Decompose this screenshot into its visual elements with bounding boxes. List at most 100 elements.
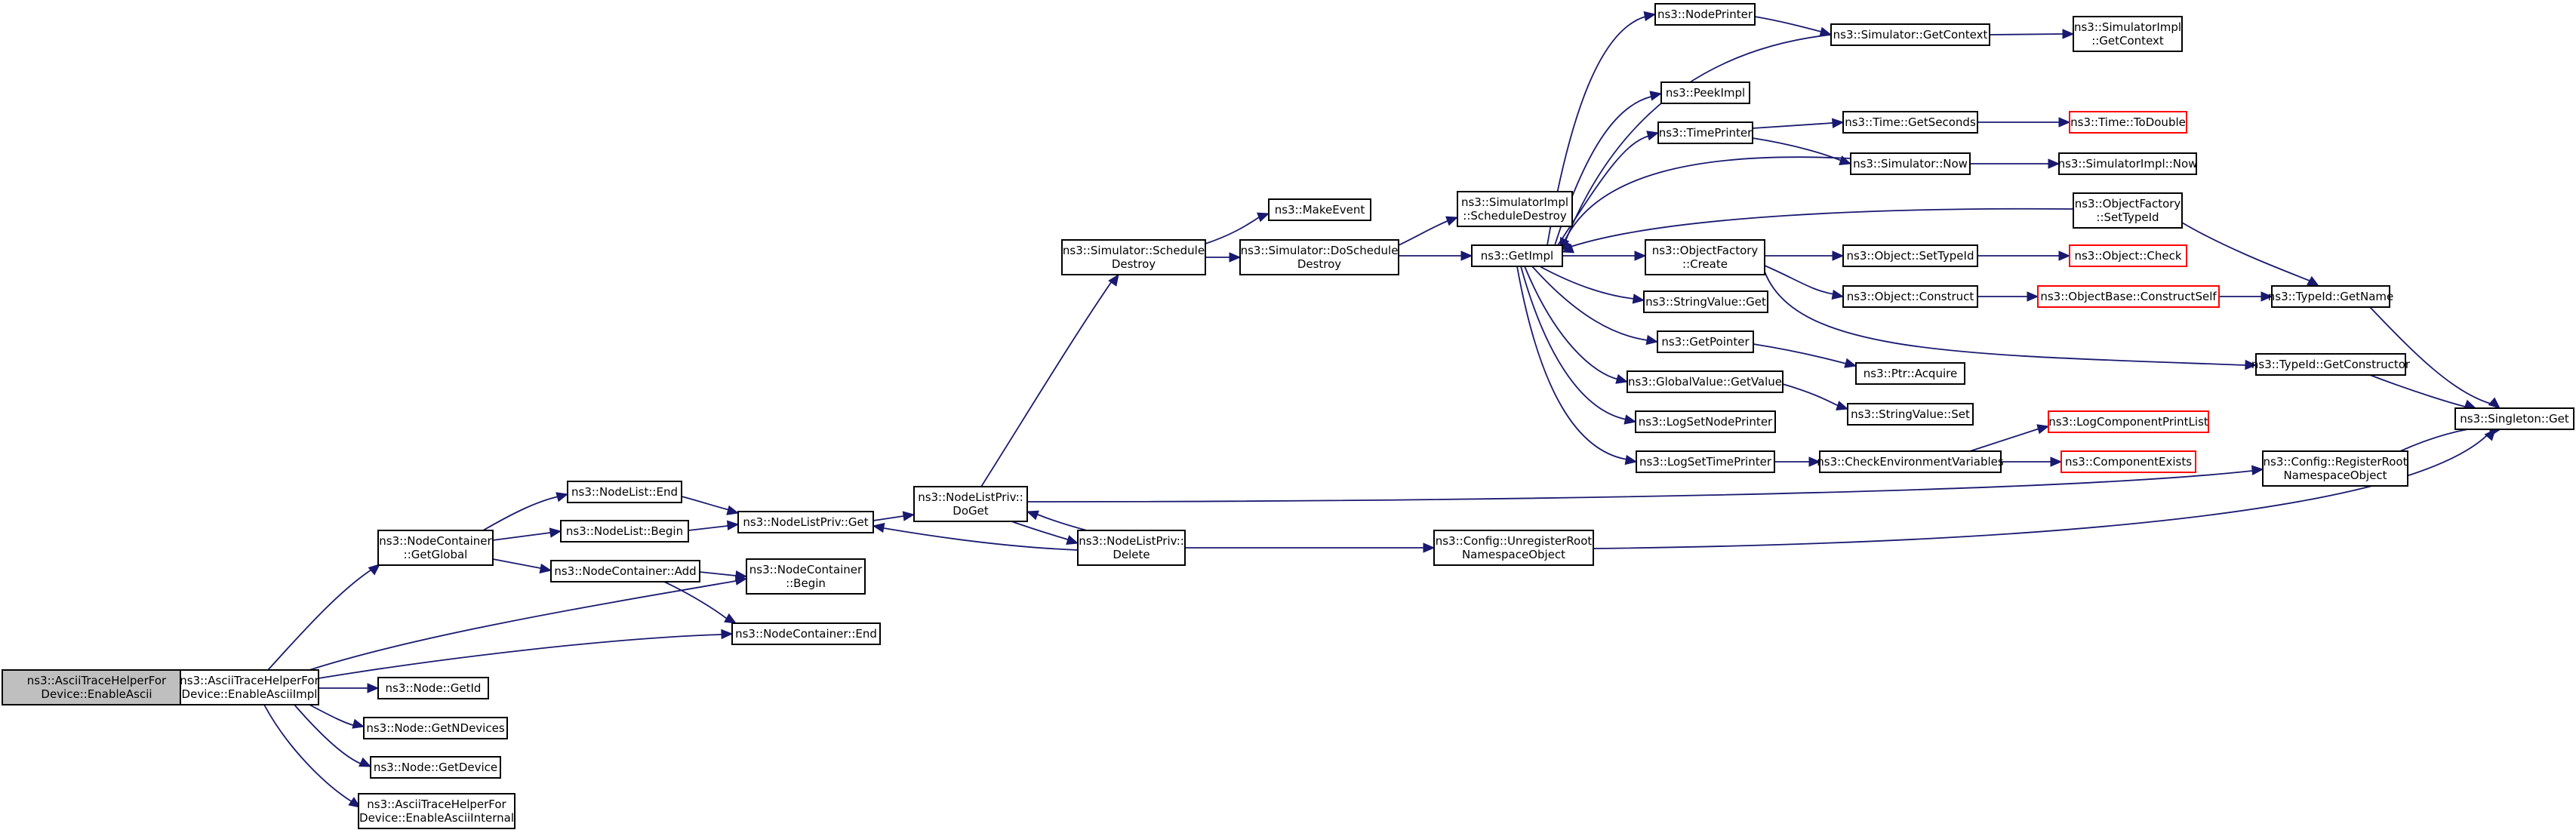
node-obconstructself[interactable]: ns3::ObjectBase::ConstructSelf	[2037, 285, 2220, 308]
node-getdev[interactable]: ns3::Node::GetDevice	[370, 756, 501, 779]
edge-line	[882, 527, 1079, 551]
node-simnow[interactable]: ns3::Simulator::Now	[1850, 152, 1971, 175]
edge-line	[1752, 122, 1833, 129]
node-impl[interactable]: ns3::AsciiTraceHelperForDevice::EnableAs…	[180, 669, 320, 705]
node-doget[interactable]: ns3::NodeListPriv::DoGet	[913, 486, 1028, 522]
node-nodeprinter[interactable]: ns3::NodePrinter	[1654, 3, 1756, 26]
node-unreg[interactable]: ns3::Config::UnregisterRootNamespaceObje…	[1433, 530, 1594, 566]
node-label: ns3::NodeListPriv::	[918, 490, 1023, 504]
arrowhead-icon	[368, 564, 380, 576]
node-label: ns3::Simulator::GetContext	[1833, 28, 1988, 41]
node-box	[1830, 23, 1990, 46]
edge-line	[980, 278, 1114, 487]
node-compexists[interactable]: ns3::ComponentExists	[2060, 450, 2196, 473]
edge-line	[1764, 271, 2246, 366]
node-peekimpl[interactable]: ns3::PeekImpl	[1660, 81, 1750, 104]
edge-delete-to-nlpget	[872, 522, 1079, 551]
node-singleton[interactable]: ns3::Singleton::Get	[2454, 407, 2574, 430]
node-internal[interactable]: ns3::AsciiTraceHelperForDevice::EnableAs…	[358, 793, 516, 829]
node-makeevent[interactable]: ns3::MakeEvent	[1268, 198, 1371, 221]
node-box	[377, 530, 494, 566]
node-label: ns3::Time::GetSeconds	[1845, 115, 1976, 129]
node-sched[interactable]: ns3::Simulator::ScheduleDestroy	[1061, 239, 1206, 275]
node-logcpl[interactable]: ns3::LogComponentPrintList	[2048, 410, 2209, 433]
node-simimplnow[interactable]: ns3::SimulatorImpl::Now	[2058, 152, 2198, 175]
edge-line	[1398, 220, 1450, 246]
node-box	[1627, 370, 1784, 393]
edge-nlpget-to-doget	[873, 511, 916, 521]
node-nlbegin[interactable]: ns3::NodeList::Begin	[560, 520, 689, 542]
node-label: Destroy	[1112, 257, 1156, 271]
node-label: ::ScheduleDestroy	[1463, 209, 1567, 223]
node-root[interactable]: ns3::AsciiTraceHelperForDevice::EnableAs…	[2, 669, 192, 705]
node-ncbegin[interactable]: ns3::NodeContainer::Begin	[746, 558, 866, 595]
node-ncend[interactable]: ns3::NodeContainer::End	[731, 622, 881, 645]
edge-checkenv-to-compexists	[2001, 456, 2063, 467]
node-objconstruct[interactable]: ns3::Object::Construct	[1842, 285, 1978, 308]
node-svset[interactable]: ns3::StringValue::Set	[1847, 403, 1974, 426]
edge-getimpl-to-svget	[1539, 266, 1645, 304]
node-box	[1471, 244, 1563, 267]
node-timeprinter[interactable]: ns3::TimePrinter	[1657, 121, 1753, 144]
edge-line	[1593, 431, 2491, 549]
node-label: ns3::LogComponentPrintList	[2048, 415, 2208, 429]
node-getimpl[interactable]: ns3::GetImpl	[1471, 244, 1563, 267]
edge-ofcreate-to-tidgetctor	[1764, 271, 2257, 370]
node-label: ns3::GlobalValue::GetValue	[1628, 375, 1782, 389]
node-label: ns3::NodeContainer	[749, 563, 863, 576]
node-ofsettid[interactable]: ns3::ObjectFactory::SetTypeId	[2073, 192, 2183, 229]
arrowhead-icon	[2484, 429, 2496, 441]
node-nlpget[interactable]: ns3::NodeListPriv::Get	[737, 511, 874, 533]
node-gvgetvalue[interactable]: ns3::GlobalValue::GetValue	[1627, 370, 1784, 393]
edge-nodeprinter-to-simgetctx	[1754, 16, 1833, 37]
node-ofcreate[interactable]: ns3::ObjectFactory::Create	[1645, 239, 1765, 275]
edge-impl-to-internal	[263, 704, 362, 808]
node-label: ns3::LogSetNodePrinter	[1639, 415, 1773, 429]
arrowhead-icon	[1646, 131, 1660, 141]
node-lognp[interactable]: ns3::LogSetNodePrinter	[1635, 410, 1776, 433]
node-simimplgetctx[interactable]: ns3::SimulatorImpl::GetContext	[2073, 16, 2183, 52]
node-box	[1842, 244, 1978, 267]
edge-line	[263, 704, 353, 803]
node-ptracquire[interactable]: ns3::Ptr::Acquire	[1855, 362, 1965, 385]
node-delete[interactable]: ns3::NodeListPriv::Delete	[1077, 530, 1186, 566]
node-simgetctx[interactable]: ns3::Simulator::GetContext	[1830, 23, 1990, 46]
node-label: ns3::MakeEvent	[1275, 203, 1365, 217]
node-objsettid[interactable]: ns3::Object::SetTypeId	[1842, 244, 1978, 267]
node-getpointer[interactable]: ns3::GetPointer	[1657, 330, 1754, 353]
node-simschedd[interactable]: ns3::SimulatorImpl::ScheduleDestroy	[1457, 191, 1573, 227]
node-timetodouble[interactable]: ns3::Time::ToDouble	[2069, 111, 2187, 134]
node-label: ns3::Simulator::Now	[1853, 157, 1968, 171]
node-label: ::SetTypeId	[2096, 211, 2159, 224]
node-timegetsec[interactable]: ns3::Time::GetSeconds	[1842, 111, 1978, 134]
node-tidgetname[interactable]: ns3::TypeId::GetName	[2268, 285, 2393, 308]
arrowhead-icon	[2050, 456, 2063, 467]
node-label: ns3::Simulator::Schedule	[1063, 244, 1205, 257]
node-checkenv[interactable]: ns3::CheckEnvironmentVariables	[1817, 450, 2004, 473]
node-box	[1855, 362, 1965, 385]
node-svget[interactable]: ns3::StringValue::Get	[1643, 290, 1768, 313]
node-getndev[interactable]: ns3::Node::GetNDevices	[363, 717, 508, 739]
edge-doget-to-delete	[1011, 521, 1079, 545]
node-ncadd[interactable]: ns3::NodeContainer::Add	[550, 560, 700, 582]
node-getid[interactable]: ns3::Node::GetId	[377, 677, 489, 699]
node-logtp[interactable]: ns3::LogSetTimePrinter	[1636, 450, 1775, 473]
node-objcheck[interactable]: ns3::Object::Check	[2069, 244, 2187, 267]
node-nlend[interactable]: ns3::NodeList::End	[567, 481, 682, 503]
node-label: ns3::SimulatorImpl	[1461, 195, 1568, 209]
node-getglobal[interactable]: ns3::NodeContainer::GetGlobal	[377, 530, 494, 566]
node-tidgetctor[interactable]: ns3::TypeId::GetConstructor	[2251, 353, 2411, 376]
edge-unreg-to-singleton	[1593, 429, 2496, 549]
edge-impl-to-getdev	[294, 704, 372, 767]
node-box	[1842, 285, 1978, 308]
arrowhead-icon	[1423, 542, 1436, 553]
node-label: ns3::NodeContainer	[379, 534, 492, 548]
edge-objconstruct-to-obconstructself	[1977, 291, 2039, 302]
arrowhead-icon	[1108, 273, 1119, 287]
edge-simgetctx-to-simimplgetctx	[1989, 29, 2075, 39]
edge-line	[309, 579, 737, 671]
edge-sched-to-makeevent	[1205, 212, 1270, 244]
node-box	[2, 669, 192, 705]
